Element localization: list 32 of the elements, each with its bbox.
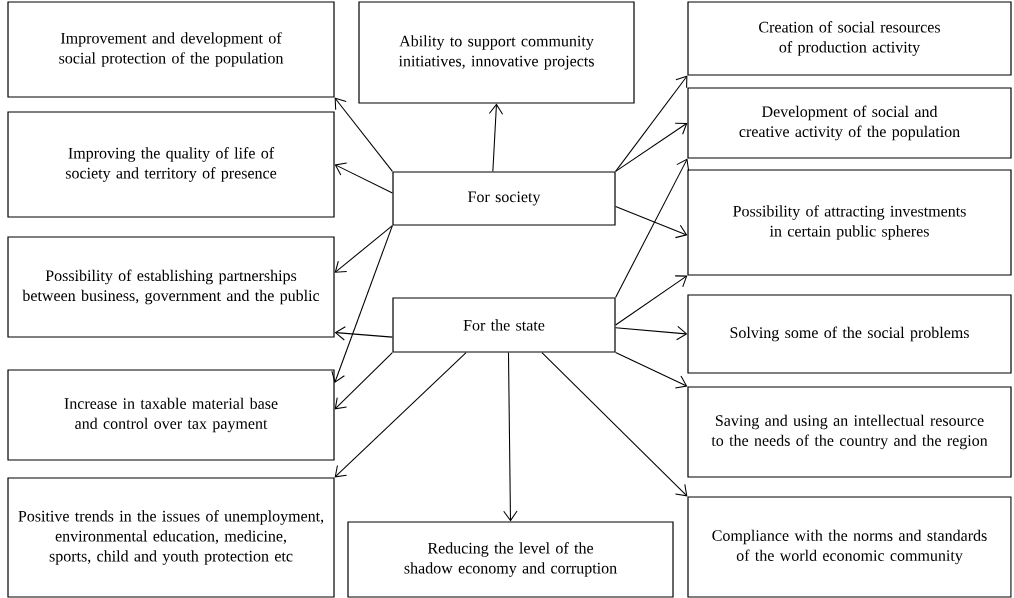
process-box: Positive trends in the issues of unemployment, environmental education, medicine, sports, child and youth protection etc: [7, 477, 335, 598]
process-box: Possibility of attracting investments in certain public spheres: [687, 169, 1012, 276]
arrow: [334, 352, 393, 410]
process-box: Compliance with the norms and standards of the world economic community: [687, 496, 1012, 598]
arrow: [615, 158, 690, 298]
process-box: Improvement and development of social protection of the population: [7, 1, 335, 98]
process-box: Solving some of the social problems: [687, 294, 1012, 374]
process-box: Saving and using an intellectual resource to the needs of the country and the region: [687, 386, 1012, 478]
arrow: [334, 97, 393, 172]
arrow: [503, 352, 518, 522]
arrow: [334, 225, 393, 273]
process-box: Development of social and creative activity of the population: [687, 87, 1012, 159]
arrow: [334, 162, 393, 194]
process-box: For society: [392, 171, 616, 226]
arrow: [488, 103, 504, 172]
arrow: [615, 325, 688, 341]
arrow: [334, 326, 393, 341]
process-box: Creation of social resources of production activity: [687, 1, 1012, 76]
arrow: [331, 225, 393, 384]
arrow: [334, 352, 467, 478]
process-box: Reducing the level of the shadow economy and corruption: [347, 521, 674, 598]
arrow: [615, 352, 688, 389]
arrow: [615, 75, 688, 172]
arrow: [615, 206, 688, 239]
process-box: Improving the quality of life of society and territory of presence: [7, 111, 335, 218]
arrow: [615, 122, 688, 172]
process-box: For the state: [392, 297, 616, 353]
process-box: Possibility of establishing partnerships between business, government and the public: [7, 236, 335, 338]
process-box: Increase in taxable material base and control over tax payment: [7, 369, 335, 461]
process-box: Ability to support community initiatives, innovative projects: [358, 1, 635, 104]
arrow: [541, 352, 688, 497]
arrow: [615, 275, 688, 326]
